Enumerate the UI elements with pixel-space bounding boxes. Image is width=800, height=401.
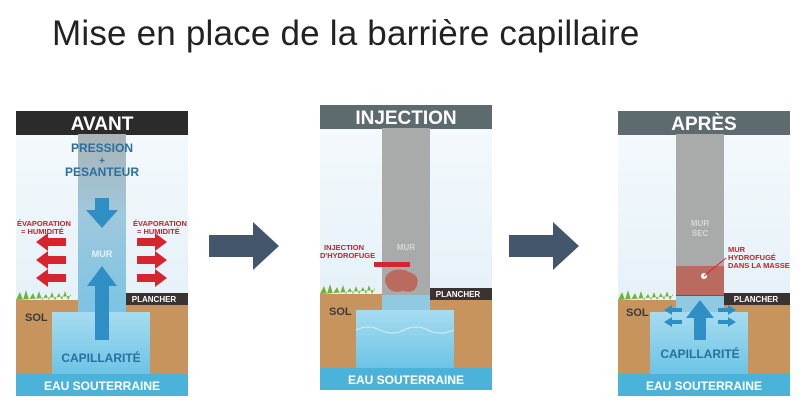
label-humidite-left: = HUMIDITÉ xyxy=(21,227,64,236)
grass xyxy=(320,284,375,294)
label-hydrofuge-1: MUR xyxy=(728,245,746,254)
floor-slab xyxy=(722,293,790,305)
label-mur: MUR xyxy=(92,249,113,259)
arrow-up-icon xyxy=(87,266,117,340)
evaporation-arrows-left-icon xyxy=(36,233,66,287)
water-ripple xyxy=(355,326,455,334)
label-hydrofuge: D'HYDROFUGE xyxy=(320,251,375,260)
label-pesanteur: PESANTEUR xyxy=(65,165,139,179)
injected-product xyxy=(385,269,418,292)
panel-apres: APRÈS PLANCHER EAU SOUTERRAINE MUR SEC M… xyxy=(618,111,790,396)
wall xyxy=(676,134,724,266)
label-eau-souterraine: EAU SOUTERRAINE xyxy=(44,379,160,393)
label-capillarite: CAPILLARITÉ xyxy=(61,350,140,365)
label-hydrofuge-3: DANS LA MASSE xyxy=(728,261,790,270)
header-apres: APRÈS xyxy=(671,113,736,135)
label-sol: SOL xyxy=(626,307,649,319)
wall-wet-base xyxy=(382,295,430,313)
floor-slab xyxy=(424,288,492,300)
panel-header-apres xyxy=(618,111,790,135)
grass xyxy=(618,290,673,300)
callout-line xyxy=(703,257,727,277)
grass xyxy=(16,290,71,300)
label-evaporation-left: ÉVAPORATION xyxy=(17,219,71,228)
arrow-up-icon xyxy=(686,300,714,340)
arrow-down-icon xyxy=(86,198,118,228)
label-mur-sec: MUR xyxy=(691,219,709,228)
groundwater xyxy=(16,374,188,396)
groundwater xyxy=(320,368,492,390)
label-plancher: PLANCHER xyxy=(436,290,481,299)
label-humidite-right: = HUMIDITÉ xyxy=(137,227,180,236)
flow-arrow-icon xyxy=(509,222,579,270)
lateral-arrows-icon xyxy=(664,305,736,327)
treated-wall-zone xyxy=(676,266,724,296)
label-plancher: PLANCHER xyxy=(132,295,177,304)
panel-header-injection xyxy=(320,105,492,129)
slide-title: Mise en place de la barrière capillaire xyxy=(52,14,640,53)
panel-header-avant xyxy=(16,111,188,135)
label-pression: PRESSION xyxy=(71,141,133,155)
header-avant: AVANT xyxy=(71,114,134,135)
label-mur-sec-2: SEC xyxy=(692,229,709,238)
label-evaporation-right: ÉVAPORATION xyxy=(133,219,187,228)
footing xyxy=(356,310,454,368)
label-capillarite: CAPILLARITÉ xyxy=(660,346,739,361)
label-sol: SOL xyxy=(25,312,48,324)
label-injection: INJECTION xyxy=(324,243,364,252)
label-mur: MUR xyxy=(397,243,415,252)
evaporation-arrows-right-icon xyxy=(137,233,167,287)
label-plancher: PLANCHER xyxy=(734,295,779,304)
panel-injection: INJECTION PLANCHER EAU SOUTERRAINE MUR I… xyxy=(320,105,492,390)
header-injection: INJECTION xyxy=(355,108,456,129)
injection-rod xyxy=(374,262,410,267)
label-sol: SOL xyxy=(329,306,352,318)
flow-arrow-icon xyxy=(209,222,279,270)
label-hydrofuge-2: HYDROFUGÉ xyxy=(728,253,776,262)
label-eau-souterraine: EAU SOUTERRAINE xyxy=(646,379,762,393)
floor-slab xyxy=(120,293,188,305)
label-plus: + xyxy=(99,156,105,167)
groundwater xyxy=(618,374,790,396)
panel-avant: AVANT PLANCHER EAU SOUTERRAINE PRESSION … xyxy=(16,111,188,396)
label-eau-souterraine: EAU SOUTERRAINE xyxy=(348,373,464,387)
